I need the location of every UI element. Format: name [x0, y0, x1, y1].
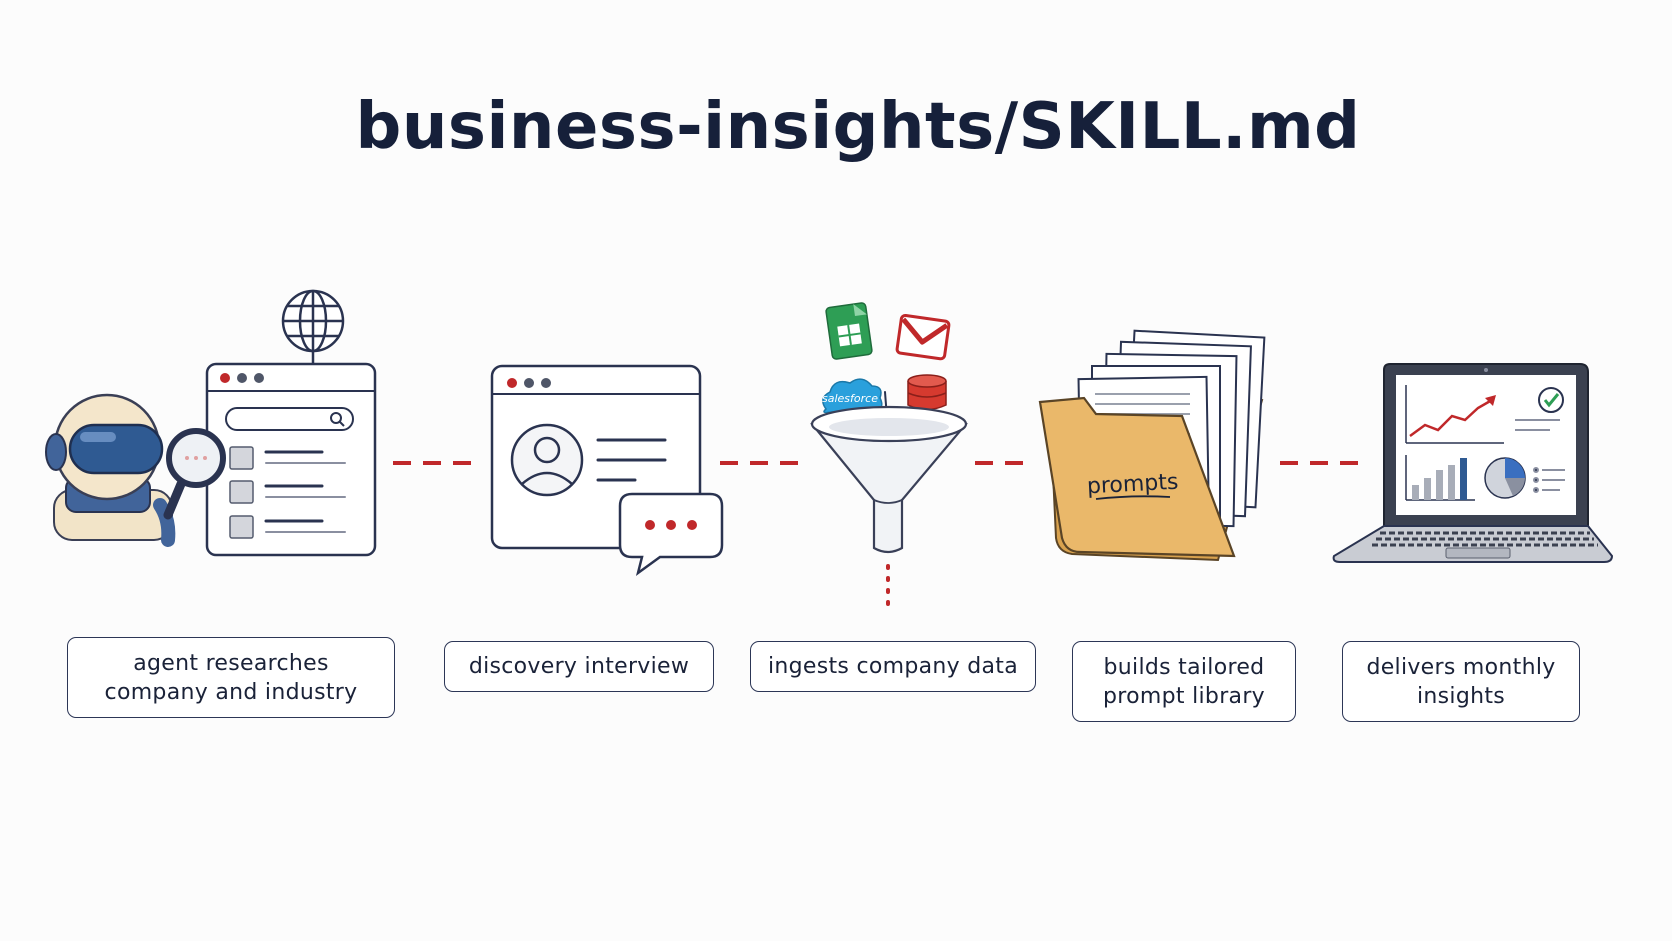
- robot-researcher-icon: [45, 289, 377, 557]
- folder-label: prompts: [1086, 470, 1179, 500]
- step-label-prompt-library: builds tailored prompt library: [1072, 641, 1296, 722]
- magnifier-icon: [163, 428, 226, 520]
- check-badge-icon: [1538, 387, 1564, 413]
- step-label-insights: delivers monthly insights: [1342, 641, 1580, 722]
- database-icon: [907, 374, 947, 411]
- sheets-icon: [825, 302, 873, 360]
- svg-text:salesforce: salesforce: [822, 392, 878, 405]
- salesforce-icon: salesforce: [822, 378, 883, 414]
- user-avatar-icon: [510, 423, 584, 497]
- step-label-research: agent researches company and industry: [67, 637, 395, 718]
- robot-icon: [45, 393, 176, 547]
- trend-chart-icon: [1405, 385, 1504, 444]
- step-label-ingest: ingests company data: [750, 641, 1036, 692]
- interview-window-icon: [490, 364, 724, 577]
- prompts-folder-icon: prompts: [1038, 329, 1266, 562]
- bar-chart-icon: [1405, 455, 1475, 501]
- globe-icon: [281, 289, 345, 364]
- gmail-icon: [895, 314, 951, 361]
- diagram-title: business-insights/SKILL.md: [355, 90, 1361, 164]
- chat-bubble-icon: [618, 492, 724, 577]
- step-label-interview: discovery interview: [444, 641, 714, 692]
- insights-laptop-icon: [1332, 363, 1614, 563]
- data-funnel-icon: salesforce: [810, 302, 968, 554]
- pie-chart-icon: [1484, 457, 1526, 499]
